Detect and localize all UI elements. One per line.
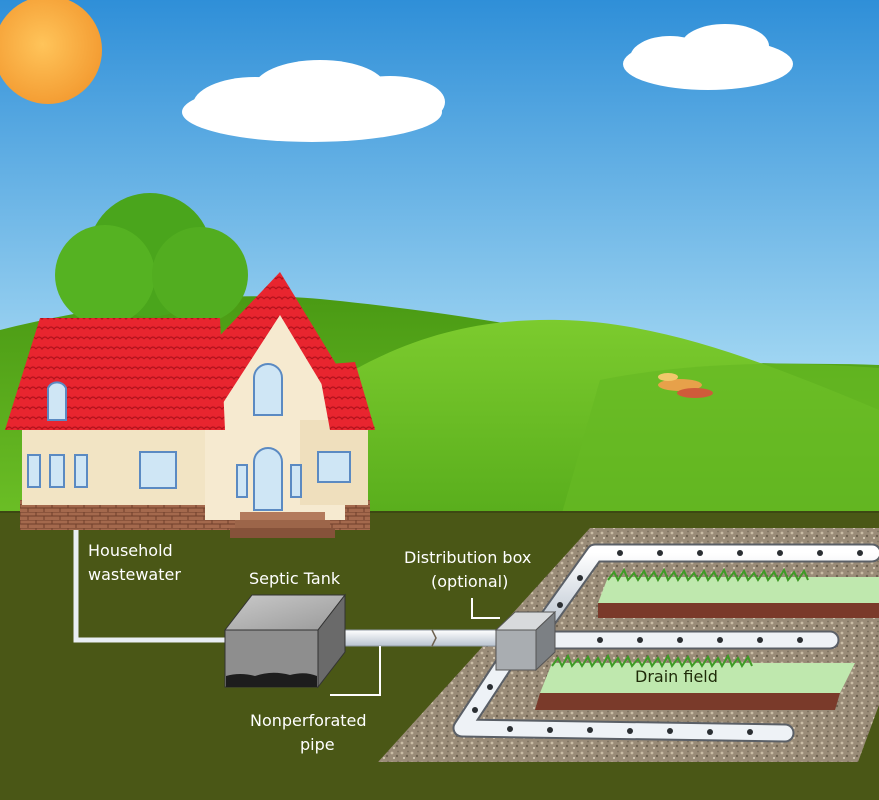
cloud-right-icon (623, 24, 793, 90)
household-drain-pipe (73, 530, 225, 643)
sun-icon (0, 0, 102, 104)
distribution-box-label-line2: (optional) (431, 572, 508, 591)
septic-tank-label: Septic Tank (249, 569, 341, 588)
nonperforated-pipe-label-line2: pipe (300, 735, 335, 754)
distribution-box-label: Distribution box (404, 548, 531, 567)
drain-field-trench-upper (598, 567, 879, 618)
flower-patch-icon (658, 373, 713, 398)
septic-tank-icon (223, 593, 347, 689)
distribution-box-icon (494, 610, 557, 672)
cloud-left-icon (182, 60, 445, 142)
drain-field-trench-lower (535, 653, 855, 710)
nonperforated-pipe (327, 629, 511, 647)
pipe-perforations (472, 550, 863, 735)
household-wastewater-label: Household (88, 541, 173, 560)
nonperforated-pipe-label: Nonperforated (250, 711, 367, 730)
house-icon (5, 272, 375, 538)
tree-icon (55, 193, 248, 325)
hill-right (560, 363, 879, 520)
pipe-leader (330, 646, 381, 696)
distribution-box-leader (471, 598, 500, 619)
drain-field-label: Drain field (635, 667, 718, 686)
household-wastewater-label-line2: wastewater (88, 565, 181, 584)
